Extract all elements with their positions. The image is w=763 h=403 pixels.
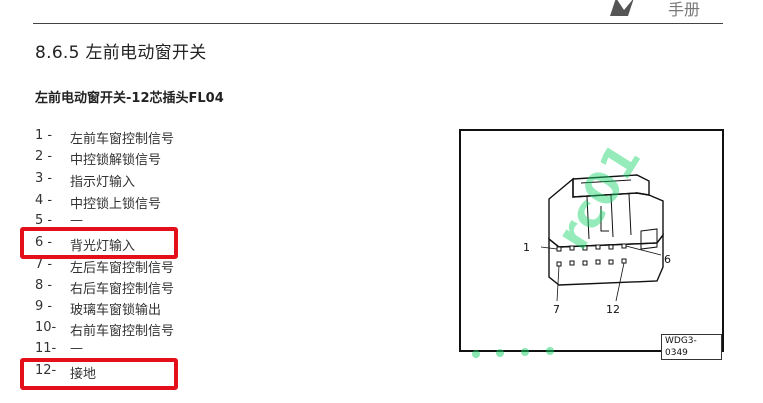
leader-pin-12 <box>615 262 625 302</box>
connector-title: 左前电动窗开关-12芯插头FL04 <box>35 91 224 106</box>
pin-label-7: 7 <box>553 303 560 316</box>
pin-description: — <box>70 341 83 356</box>
logo-text: 手册 <box>668 0 701 19</box>
pin-number: 9 - <box>35 299 53 314</box>
top-rule <box>33 23 723 24</box>
connector-drawing <box>540 174 664 302</box>
pin-number: 3 - <box>35 171 53 186</box>
leader-pin-6 <box>625 245 662 256</box>
pin-number: 2 - <box>35 149 53 164</box>
connector-figure: 1 6 7 12 WDG3-0349 <box>459 129 724 360</box>
pin-number: 12- <box>35 363 57 378</box>
pin-description: 左后车窗控制信号 <box>70 261 175 276</box>
leader-pin-1 <box>540 246 558 250</box>
pin-description: 中控锁上锁信号 <box>70 197 162 212</box>
pin-description: 指示灯输入 <box>70 175 136 190</box>
pin-description: 接地 <box>70 367 97 382</box>
pin-number: 11- <box>35 341 57 356</box>
pin-description: 左前车窗控制信号 <box>70 132 175 147</box>
pin-description: 右后车窗控制信号 <box>70 282 175 297</box>
pin-description: 背光灯输入 <box>70 239 136 254</box>
pin-label-1: 1 <box>523 241 530 254</box>
pin-number: 7 - <box>35 257 53 272</box>
pin-label-12: 12 <box>606 303 620 316</box>
pin-number: 6 - <box>35 235 53 250</box>
pin-number: 10- <box>35 320 57 335</box>
pin-description: — <box>70 213 83 228</box>
connector-face <box>548 232 664 286</box>
pin-description: 右前车窗控制信号 <box>70 324 175 339</box>
pin-label-6: 6 <box>664 253 671 266</box>
pin-number: 8 - <box>35 278 53 293</box>
star-logo-icon <box>610 0 634 16</box>
pin-number: 4 - <box>35 193 53 208</box>
watermark-dots <box>472 347 554 358</box>
highlight-box-pin-12 <box>20 358 178 390</box>
figure-code: WDG3-0349 <box>661 334 722 360</box>
pin-description: 玻璃车窗锁输出 <box>70 303 162 318</box>
pin-number: 1 - <box>35 128 53 143</box>
leader-pin-7 <box>556 265 560 302</box>
section-heading: 8.6.5 左前电动窗开关 <box>35 43 207 63</box>
highlight-box-pin-6 <box>20 227 178 259</box>
pin-holes <box>556 243 627 267</box>
pin-number: 5 - <box>35 213 53 228</box>
pin-description: 中控锁解锁信号 <box>70 153 162 168</box>
